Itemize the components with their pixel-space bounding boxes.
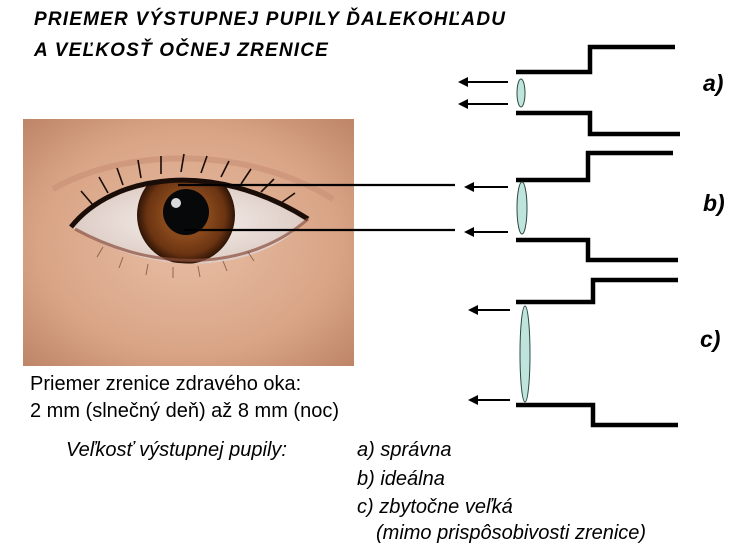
upper-eyelid <box>69 177 310 229</box>
ray-arrow-b-bottom <box>464 227 508 237</box>
case-label-c: c) <box>700 326 721 352</box>
lens-c <box>519 305 531 403</box>
legend-option-c: c) zbytočne veľká <box>357 496 513 518</box>
eye-caption-line2: 2 mm (slnečný deň) až 8 mm (noc) <box>30 400 339 422</box>
eye-photo <box>23 119 354 366</box>
case-label-a: a) <box>703 70 724 96</box>
diagram-title-line2: A VEĽKOSŤ OČNEJ ZRENICE <box>34 40 330 61</box>
ray-arrow-c-top <box>468 305 510 315</box>
diagram-title-line1: PRIEMER VÝSTUPNEJ PUPILY ĎALEKOHĽADU <box>34 9 507 30</box>
ray-arrow-a-bottom <box>458 99 508 109</box>
case-label-b: b) <box>703 190 725 216</box>
eyepiece-c <box>516 277 678 428</box>
ray-arrow-a-top <box>458 77 508 87</box>
legend-option-b: b) ideálna <box>357 468 445 490</box>
eye-caption-line1: Priemer zrenice zdravého oka: <box>30 373 302 395</box>
ray-arrow-c-bottom <box>468 395 510 405</box>
legend-option-a: a) správna <box>357 439 452 461</box>
legend-label: Veľkosť výstupnej pupily: <box>66 439 287 461</box>
eyepiece-a <box>516 44 680 137</box>
eyepiece-b <box>516 150 678 263</box>
lower-eyelid <box>74 217 309 262</box>
lens-b <box>516 181 528 235</box>
ray-arrow-b-top <box>464 182 508 192</box>
eyelashes <box>80 153 296 206</box>
lens-a <box>516 78 526 108</box>
legend-option-c-note: (mimo prispôsobivosti zrenice) <box>376 522 647 544</box>
